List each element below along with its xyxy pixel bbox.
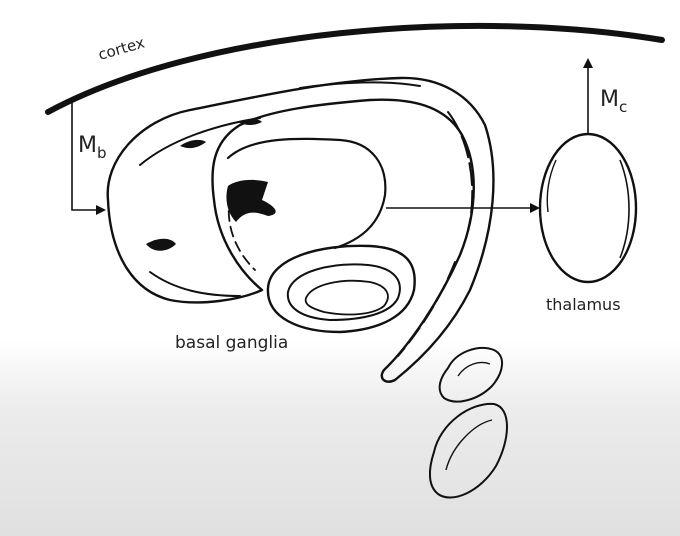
inner-contour-4 (398, 262, 455, 356)
lower-structure-small (440, 348, 502, 402)
lower-structure-small-inner (458, 363, 490, 377)
mb-label: Mb (78, 133, 107, 162)
inner-contour-2 (300, 82, 420, 88)
inner-contour-3 (448, 112, 472, 230)
basal-ganglia-structure (108, 78, 494, 382)
striatum-outline (108, 78, 494, 382)
pallidus-middle (288, 264, 400, 320)
lower-structure-large-inner (446, 420, 492, 470)
lower-contour (150, 272, 240, 296)
cortex-label: cortex (96, 33, 147, 63)
lower-structure-large (430, 404, 507, 498)
thalamus-inner-contour (620, 160, 629, 258)
ventricle-mark-2 (180, 140, 206, 148)
mc-label: Mc (600, 87, 627, 116)
basal-ganglia-label: basal ganglia (175, 333, 288, 353)
thalamus-label: thalamus (546, 295, 621, 314)
ventricle-mark-3 (146, 239, 176, 251)
thalamus-outline (540, 134, 636, 282)
pallidus-structure (268, 246, 415, 332)
ventricle-mark-1 (226, 180, 275, 222)
pallidus-inner (306, 281, 388, 315)
